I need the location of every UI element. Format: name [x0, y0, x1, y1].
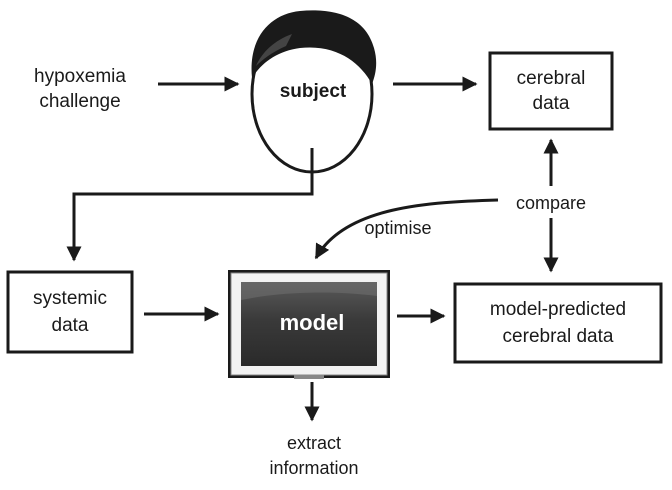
- hypoxemia-challenge-label: hypoxemia challenge: [34, 66, 126, 112]
- extract-line-2: information: [269, 458, 358, 478]
- cerebral-data-box: [488, 51, 614, 131]
- compare-label: compare: [516, 193, 586, 213]
- model-monitor-icon: [228, 270, 390, 379]
- model-label: model: [280, 310, 345, 335]
- cerebral-data-line-2: data: [533, 93, 570, 114]
- arrow-optimise-to-model: [314, 198, 499, 260]
- systemic-data-box: [6, 270, 134, 354]
- predicted-line-2: cerebral data: [503, 326, 614, 347]
- predicted-line-1: model-predicted: [490, 299, 626, 320]
- subject-label: subject: [280, 81, 347, 102]
- cerebral-data-line-1: cerebral: [517, 68, 586, 89]
- predicted-data-box: [453, 282, 663, 364]
- extract-line-1: extract: [287, 433, 341, 453]
- systemic-data-line-1: systemic: [33, 288, 107, 309]
- systemic-data-line-2: data: [52, 315, 89, 336]
- challenge-line-2: challenge: [39, 91, 120, 112]
- optimise-label: optimise: [364, 218, 431, 238]
- hypoxemia-line-1: hypoxemia: [34, 66, 126, 87]
- arrows: [66, 76, 559, 422]
- arrow-subject-to-systemic: [66, 148, 314, 262]
- subject-head-icon: [250, 10, 377, 174]
